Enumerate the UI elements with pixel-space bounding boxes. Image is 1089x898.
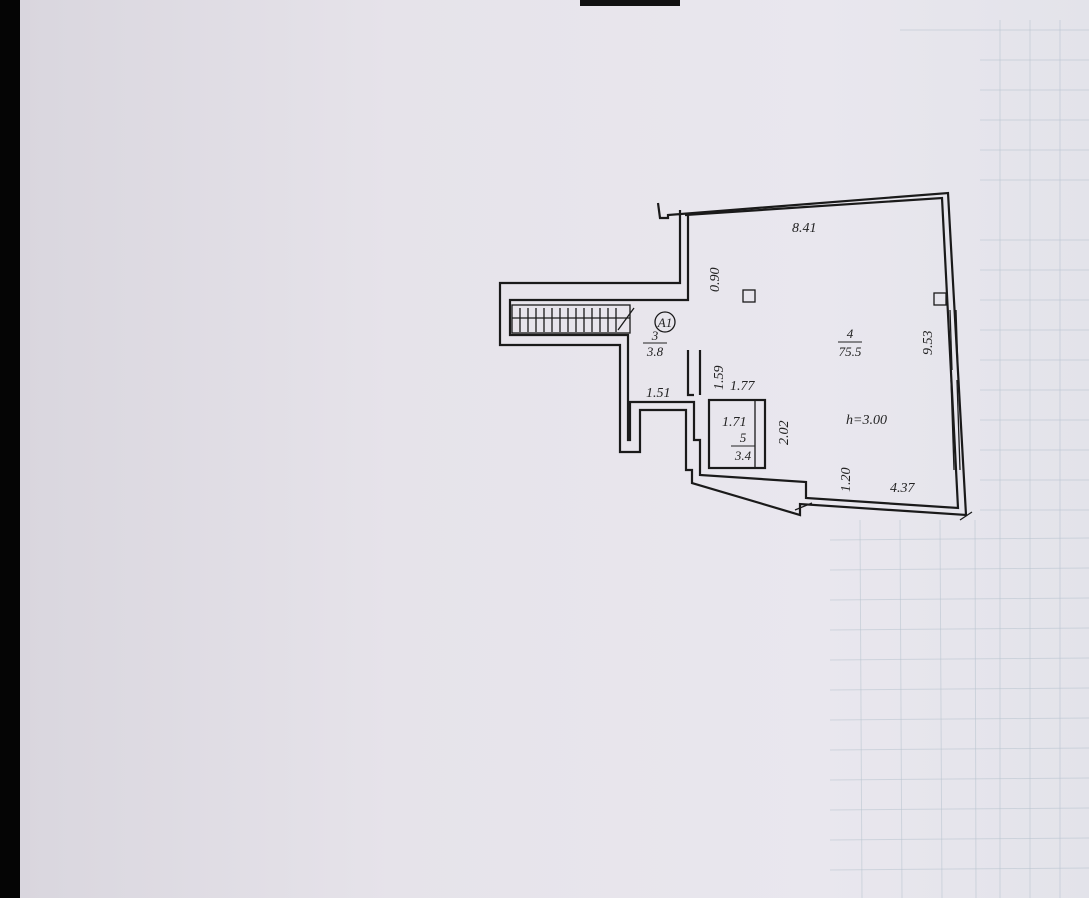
room-bath-area: 3.4 — [734, 448, 752, 463]
top-tab — [580, 0, 680, 6]
room-main-label: 4 75.5 — [838, 326, 862, 359]
left-edge — [0, 0, 20, 898]
window-marks — [949, 309, 961, 471]
ceiling-height: h=3.00 — [846, 413, 887, 428]
stair-marker-label: А1 — [657, 315, 672, 330]
outer-wall-outer — [498, 191, 968, 517]
room-stair-area: 3.8 — [646, 344, 664, 359]
column-right — [933, 292, 947, 306]
dim-bath-height: 2.02 — [777, 421, 792, 446]
dim-bottom-offset: 1.20 — [839, 468, 854, 493]
staircase — [511, 304, 635, 334]
room-main-area: 75.5 — [839, 344, 862, 359]
column-center — [742, 289, 756, 303]
dim-right-height: 9.53 — [921, 331, 936, 356]
outer-wall-inner — [508, 196, 960, 510]
room-stair-number: 3 — [651, 328, 659, 343]
dim-notch-top: 0.90 — [708, 268, 723, 293]
paper-sheet — [18, 0, 1089, 898]
background-grid — [829, 20, 1089, 898]
dim-top-width: 8.41 — [792, 221, 817, 236]
corridor-wall — [686, 350, 702, 397]
room-bath-number: 5 — [740, 430, 747, 445]
dim-corridor-width: 1.77 — [730, 379, 756, 394]
room-main-number: 4 — [847, 326, 854, 341]
stair-marker: А1 — [654, 311, 676, 333]
dim-corridor-height: 1.59 — [712, 366, 727, 391]
dim-bath-width: 1.71 — [722, 415, 747, 430]
floor-plan — [498, 191, 973, 521]
room-bath-label: 5 3.4 — [731, 430, 755, 463]
dim-bottom-width: 4.37 — [890, 481, 916, 496]
room-stair-label: 3 3.8 — [643, 328, 667, 359]
bathroom-wall — [707, 398, 767, 470]
bottom-tick — [794, 502, 973, 521]
dim-left-width: 1.51 — [646, 386, 671, 401]
